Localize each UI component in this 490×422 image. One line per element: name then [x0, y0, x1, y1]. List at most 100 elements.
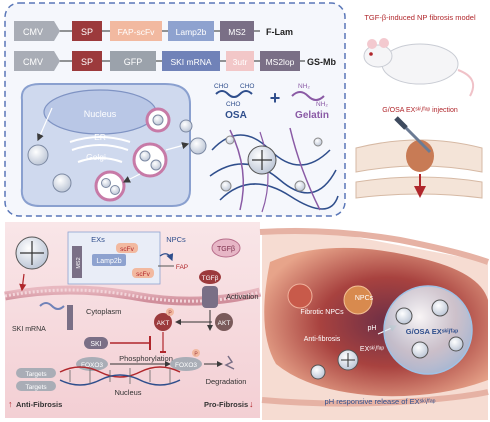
- cho-label: CHO: [240, 83, 254, 90]
- syringe-icon: [402, 124, 432, 154]
- phospho-p-label: P: [194, 352, 198, 358]
- pro-fibrosis-label: Pro-Fibrosis: [204, 400, 248, 409]
- model-title: TGF-β-induced NP fibrosis model: [364, 13, 476, 22]
- hydrogel-network: [209, 127, 339, 213]
- segment-cmv: CMV: [14, 51, 60, 71]
- segment-label: MS2lop: [266, 57, 295, 67]
- segment-gfp: GFP: [110, 51, 156, 71]
- gosa-label: G/OSA EXˢᵏⁱ/ᶠᵃᵖ: [406, 326, 458, 336]
- ph-label: pH: [368, 325, 377, 332]
- nh2-label: NH₂: [298, 83, 310, 90]
- segment-label: CMV: [23, 57, 43, 67]
- segment-lamp2b: Lamp2b: [168, 21, 214, 41]
- er-label: ER: [94, 132, 106, 142]
- npcs-label: NPCs: [166, 235, 186, 244]
- hydrogel-components: CHO CHO CHO OSA + NH₂ NH₂ Gelatin: [214, 83, 329, 121]
- released-exosome-icon: [310, 364, 326, 380]
- npcs-label: NPCs: [355, 295, 374, 302]
- akt-phospho-icon: [154, 313, 172, 331]
- segment-cmv: CMV: [14, 21, 60, 41]
- construct-gs-mb: CMV SP GFP SKI mRNA 3utr MS2lop: [14, 51, 336, 71]
- akt-left-label: AKT: [157, 320, 170, 327]
- segment-ms2lop: MS2lop: [260, 51, 300, 71]
- nh2-label: NH₂: [316, 101, 328, 108]
- exosome-icon: [179, 119, 193, 133]
- tgfb-icon: [199, 270, 221, 284]
- construct-name: F-Lam: [266, 27, 293, 37]
- ski-protein-icon: [84, 337, 108, 349]
- plus-sign: +: [270, 88, 281, 108]
- targets-block: [16, 381, 56, 391]
- ski-label: SKI: [90, 341, 101, 348]
- exosome-icon: [189, 137, 207, 155]
- ms2-block: [72, 246, 82, 278]
- tgfb-receptor-label: TGFβ: [202, 275, 219, 282]
- osa-label: OSA: [225, 110, 247, 121]
- tgfb-ligand-label: TGFβ: [217, 246, 235, 253]
- phosphorylation-label: Phosphorylation: [119, 354, 173, 363]
- nucleus-label: Nucleus: [84, 109, 117, 119]
- construct-f-lam: CMV SP FAP-scFv Lamp2b MS2 F-Lam: [14, 21, 293, 41]
- targets-label: Targets: [25, 384, 47, 391]
- segment-fap-scfv: FAP-scFv: [110, 21, 162, 41]
- scfv-block-top: [116, 243, 138, 253]
- gelatin-molecule-icon: [291, 91, 325, 101]
- gelatin-label: Gelatin: [295, 110, 329, 121]
- lamp2b-label: Lamp2b: [96, 258, 121, 265]
- akt-icon: [215, 313, 233, 331]
- segment-ms2: MS2: [220, 21, 254, 41]
- ski-mrna-strand: [39, 302, 65, 310]
- segment-sp: SP: [72, 21, 102, 41]
- cytoplasm-label: Cytoplasm: [86, 307, 121, 316]
- segment-label: CMV: [23, 27, 43, 37]
- segment-label: Lamp2b: [176, 27, 207, 37]
- segment-ski-mrna: SKI mRNA: [162, 51, 220, 71]
- akt-right-label: AKT: [218, 320, 231, 327]
- disc-injection-icon: [355, 116, 483, 199]
- release-panel: Fibrotic NPCs NPCs Anti-fibrosis pH EXˢᵏ…: [259, 227, 490, 420]
- tgfb-ligand-icon: [211, 238, 241, 258]
- cho-label: CHO: [226, 101, 240, 108]
- lamp2b-block: [92, 254, 126, 266]
- scfv-block-right: [132, 268, 154, 278]
- ms2-label: MS2: [76, 257, 82, 268]
- tgfb-receptor-icon: [202, 286, 218, 308]
- dna-strand: [59, 366, 181, 378]
- vesicle-icon: [27, 144, 49, 166]
- er-membrane: [69, 136, 131, 143]
- degradation-label: Degradation: [206, 377, 247, 386]
- segment-label: 3utr: [233, 57, 248, 67]
- fibrotic-npcs-label: Fibrotic NPCs: [300, 309, 344, 316]
- signaling-pathway-panel: EXs NPCs MS2 Lamp2b scFv scFv FAP TGFβ T…: [4, 222, 262, 418]
- construct-name: GS-Mb: [307, 57, 336, 67]
- rat-icon: [363, 38, 474, 97]
- injection-label: G/OSA EXˢᵏⁱ/ᶠᵃᵖ injection: [382, 106, 458, 114]
- foxo3-cytoplasmic-icon: [170, 357, 202, 371]
- segment-sp: SP: [72, 51, 102, 71]
- producer-cell: Nucleus ER Golgi: [20, 83, 207, 207]
- golgi-label: Golgi: [86, 152, 106, 162]
- down-arrow-icon: ↓: [249, 399, 254, 409]
- targets-label: Targets: [25, 371, 47, 378]
- segment-label: FAP-scFv: [118, 27, 156, 37]
- segment-label: MS2: [228, 27, 246, 37]
- scfv-label: scFv: [120, 246, 134, 253]
- golgi-membrane: [77, 157, 123, 163]
- multivesicular-body-icon: [132, 142, 168, 178]
- fap-label: FAP: [176, 264, 188, 271]
- activation-label: Activation: [226, 292, 259, 301]
- fibrotic-npc-icon: [287, 283, 313, 309]
- npc-icon: [343, 285, 373, 315]
- osa-molecule-icon: [215, 90, 253, 98]
- up-arrow-icon: ↑: [8, 399, 13, 409]
- segment-label: SP: [81, 57, 93, 67]
- scfv-label: scFv: [136, 271, 150, 278]
- foxo3-left-label: FOXO3: [81, 362, 103, 369]
- phospho-p-label: P: [168, 311, 172, 317]
- release-caption: pH responsive release of EXˢᵏⁱ/ᶠᵃᵖ: [325, 397, 436, 406]
- animal-model-panel: TGF-β-induced NP fibrosis model G/OSA EX…: [355, 13, 483, 199]
- degraded-protein-icon: [224, 355, 235, 370]
- cho-label: CHO: [214, 83, 228, 90]
- segment-label: GFP: [124, 57, 143, 67]
